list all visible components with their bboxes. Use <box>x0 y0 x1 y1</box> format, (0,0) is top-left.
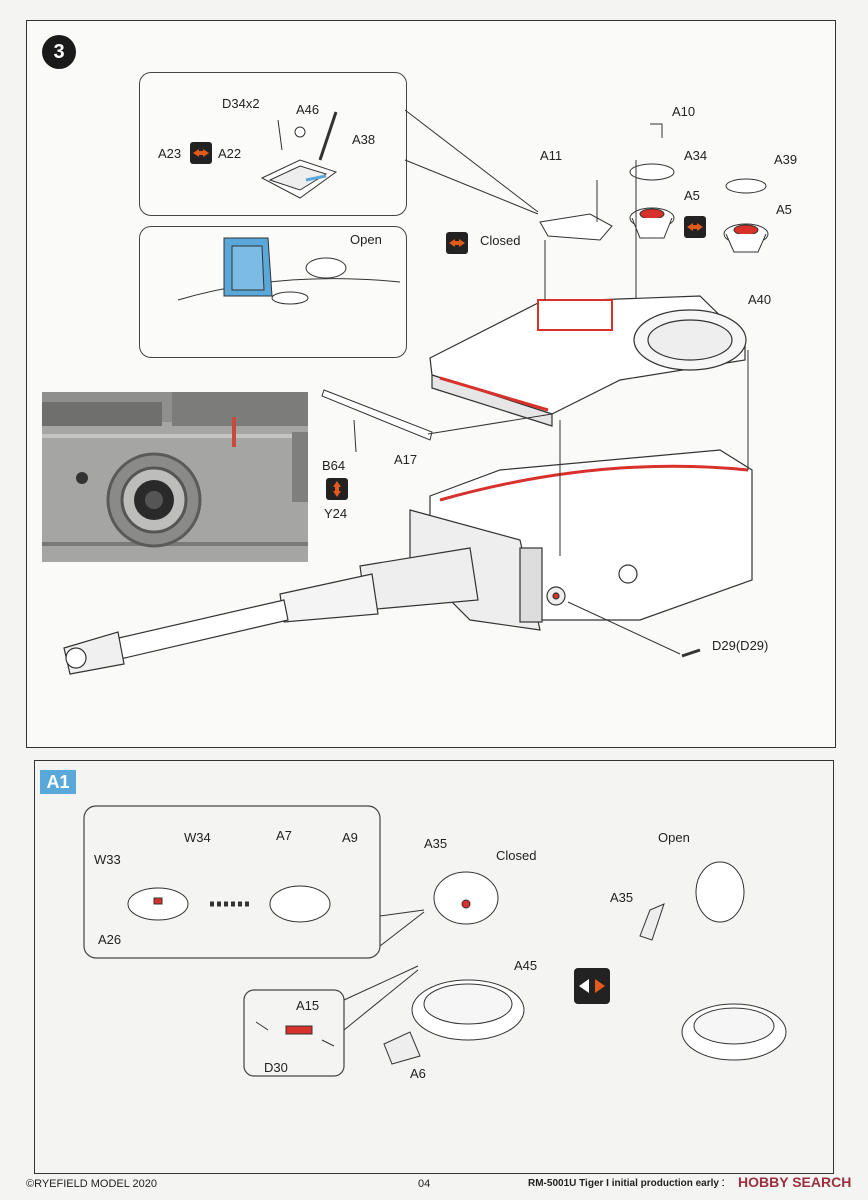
part-label-A5-left: A5 <box>684 188 700 203</box>
hatch-detail-inset <box>139 72 407 216</box>
part-label-A11: A11 <box>540 148 563 163</box>
photo-drawing <box>42 392 308 562</box>
part-label-D30: D30 <box>264 1060 288 1075</box>
part-label-A6: A6 <box>410 1066 426 1081</box>
part-label-A34: A34 <box>684 148 708 163</box>
product-title: RM-5001U Tiger I initial production earl… <box>528 1178 724 1189</box>
closed-label-A1: Closed <box>496 848 537 863</box>
part-label-A10: A10 <box>672 104 696 119</box>
part-label-A17: A17 <box>394 452 418 467</box>
swap-vertical-icon <box>326 478 348 500</box>
part-label-A15: A15 <box>296 998 320 1013</box>
step-number-badge: 3 <box>42 35 76 69</box>
part-label-A38: A38 <box>352 132 376 147</box>
part-label-A35-right: A35 <box>610 890 634 905</box>
part-label-A5-right: A5 <box>776 202 792 217</box>
subassembly-badge: A1 <box>40 770 76 794</box>
part-label-A39: A39 <box>774 152 798 167</box>
open-label-A1: Open <box>658 830 690 845</box>
part-label-D29: D29(D29) <box>712 638 769 653</box>
part-label-A40: A40 <box>748 292 772 307</box>
page-number: 04 <box>418 1178 431 1190</box>
part-label-B64: B64 <box>322 458 346 473</box>
hatch-open-inset <box>139 226 407 358</box>
part-label-Y24: Y24 <box>324 506 348 521</box>
reference-photo <box>42 392 308 562</box>
swap-horizontal-icon <box>190 142 212 164</box>
closed-label: Closed <box>480 233 521 248</box>
part-label-A46: A46 <box>296 102 320 117</box>
open-label: Open <box>350 232 382 247</box>
part-label-A26: A26 <box>98 932 122 947</box>
part-label-A7: A7 <box>276 828 292 843</box>
swap-horizontal-icon <box>574 968 610 1004</box>
swap-horizontal-icon <box>446 232 468 254</box>
part-label-A35-left: A35 <box>424 836 448 851</box>
part-label-A9: A9 <box>342 830 358 845</box>
watermark-text: HOBBY SEARCH <box>738 1174 852 1190</box>
part-label-A23: A23 <box>158 146 182 161</box>
copyright-text: ©RYEFIELD MODEL 2020 <box>26 1178 157 1190</box>
part-label-D34x2: D34x2 <box>222 96 260 111</box>
part-label-W34: W34 <box>184 830 211 845</box>
part-label-A22: A22 <box>218 146 242 161</box>
part-label-W33: W33 <box>94 852 121 867</box>
subassembly-A1-panel <box>34 760 834 1174</box>
swap-horizontal-icon <box>684 216 706 238</box>
part-label-A45: A45 <box>514 958 538 973</box>
